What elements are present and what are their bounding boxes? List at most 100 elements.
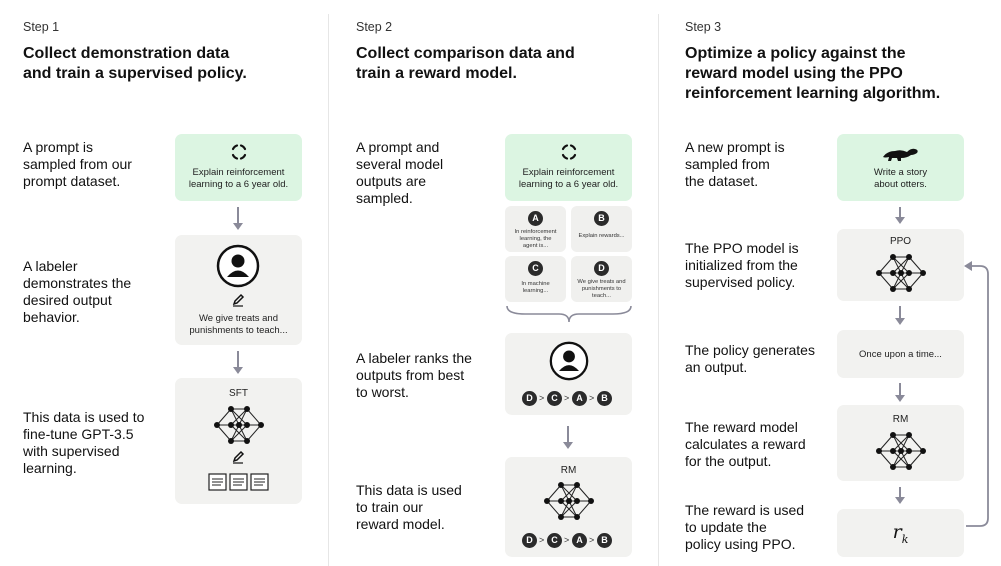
step2-title-line: Collect comparison data and: [356, 45, 575, 62]
desc-line: learning.: [23, 460, 77, 476]
rank-badge: C: [547, 391, 562, 406]
desc-line: The PPO model is: [685, 240, 799, 256]
arrow-head: [895, 497, 905, 504]
arrow: [567, 426, 569, 444]
step3-rm-box: RM: [837, 405, 964, 481]
desc-line: demonstrates the: [23, 275, 132, 291]
greater-than: >: [589, 535, 595, 545]
neural-network-icon: [214, 406, 264, 444]
neural-network-icon: [876, 254, 926, 292]
step3-desc-reward-model: The reward model calculates a reward for…: [685, 419, 806, 470]
output-line: In reinforcement: [514, 229, 557, 235]
prompt-line: Write a story: [873, 167, 928, 178]
arrow-head: [895, 395, 905, 402]
desc-line: outputs from best: [356, 367, 465, 383]
rank-badge: B: [597, 533, 612, 548]
output-line: teach...: [591, 293, 611, 299]
arrow-head: [895, 217, 905, 224]
output-a-text: In reinforcement learning, the agent is.…: [507, 229, 564, 250]
step1-prompt-box: Explain reinforcement learning to a 6 ye…: [175, 134, 302, 201]
output-a: A In reinforcement learning, the agent i…: [505, 206, 566, 252]
output-d-text: We give treats and punishments to teach.…: [573, 279, 630, 300]
step3-prompt-box: Write a story about otters.: [837, 134, 964, 201]
desc-line: A new prompt is: [685, 139, 785, 155]
step1-labeler-box: We give treats and punishments to teach.…: [175, 235, 302, 345]
desc-line: The reward model: [685, 419, 798, 435]
greater-than: >: [589, 393, 595, 403]
rm-label: RM: [560, 465, 577, 476]
desc-line: sampled.: [356, 190, 413, 206]
labeler-avatar-icon: [549, 341, 589, 381]
arrow-head: [233, 367, 243, 374]
reward-r: r: [892, 521, 902, 543]
greater-than: >: [564, 393, 570, 403]
prompt-line: learning to a 6 year old.: [188, 179, 289, 190]
step3-desc-update: The reward is used to update the policy …: [685, 502, 804, 553]
arrow: [237, 207, 239, 225]
greater-than: >: [539, 535, 545, 545]
output-line: Explain rewards...: [578, 233, 625, 239]
step2-desc-train: This data is used to train our reward mo…: [356, 482, 462, 533]
desc-line: sampled from our: [23, 156, 132, 172]
step3-title-line: reward model using the PPO: [685, 65, 903, 82]
desc-line: prompt dataset.: [23, 173, 121, 189]
step3-ppo-box: PPO: [837, 229, 964, 301]
bracket-icon: [506, 305, 632, 323]
desc-line: reward model.: [356, 516, 445, 532]
badge-c: C: [528, 261, 543, 276]
step3-title-line: reinforcement learning algorithm.: [685, 85, 941, 102]
step3-label: Step 3: [685, 20, 722, 34]
desc-line: calculates a reward: [685, 436, 806, 452]
arrow: [899, 306, 901, 320]
arrow: [899, 383, 901, 397]
desc-line: initialized from the: [685, 257, 798, 273]
output-b: B Explain rewards...: [571, 206, 632, 252]
pencil-icon: [232, 293, 245, 307]
step2-rm-box: RM D > C > A > B: [505, 457, 632, 557]
desc-line: sampled from: [685, 156, 770, 172]
step1-desc-labeler: A labeler demonstrates the desired outpu…: [23, 258, 131, 326]
output-line: agent is...: [522, 243, 549, 249]
ppo-label: PPO: [889, 236, 912, 247]
step2-prompt-box: Explain reinforcement learning to a 6 ye…: [505, 134, 632, 201]
reward-symbol: rk: [837, 521, 964, 546]
output-c-text: In machine learning...: [507, 281, 564, 295]
desc-line: to train our: [356, 499, 423, 515]
prompt-text: Explain reinforcement learning to a 6 ye…: [175, 167, 302, 191]
prompt-line: learning to a 6 year old.: [518, 179, 619, 190]
desc-line: supervised policy.: [685, 274, 796, 290]
desc-line: for the output.: [685, 453, 772, 469]
desc-line: A prompt is: [23, 139, 94, 155]
output-line: learning, the: [519, 236, 552, 242]
labeler-avatar-icon: [216, 244, 260, 288]
desc-line: The reward is used: [685, 502, 805, 518]
step1-title: Collect demonstration data and train a s…: [23, 44, 247, 84]
output-line: In machine: [521, 281, 550, 287]
step2-title-line: train a reward model.: [356, 65, 517, 82]
badge-a: A: [528, 211, 543, 226]
step3-output-box: Once upon a time...: [837, 330, 964, 378]
output-c: C In machine learning...: [505, 256, 566, 302]
arrow-head: [895, 318, 905, 325]
desc-line: A prompt and: [356, 139, 440, 155]
step1-title-line: and train a supervised policy.: [23, 65, 247, 82]
badge-b: B: [594, 211, 609, 226]
desc-line: an output.: [685, 359, 748, 375]
column-divider: [658, 14, 659, 566]
step1-label: Step 1: [23, 20, 60, 34]
arrow: [237, 351, 239, 369]
greater-than: >: [539, 393, 545, 403]
desc-line: This data is used to: [23, 409, 145, 425]
rank-badge: D: [522, 533, 537, 548]
output-line: learning...: [522, 288, 549, 294]
desc-line: The policy generates: [685, 342, 815, 358]
desc-line: A labeler: [23, 258, 78, 274]
refresh-icon: [561, 144, 577, 160]
output-line: punishments to: [581, 286, 622, 292]
demonstration-text: We give treats and punishments to teach.…: [175, 313, 302, 337]
desc-line: behavior.: [23, 309, 80, 325]
pencil-icon: [232, 450, 245, 464]
rank-badge: A: [572, 391, 587, 406]
neural-network-icon: [876, 432, 926, 470]
arrow-head: [563, 442, 573, 449]
